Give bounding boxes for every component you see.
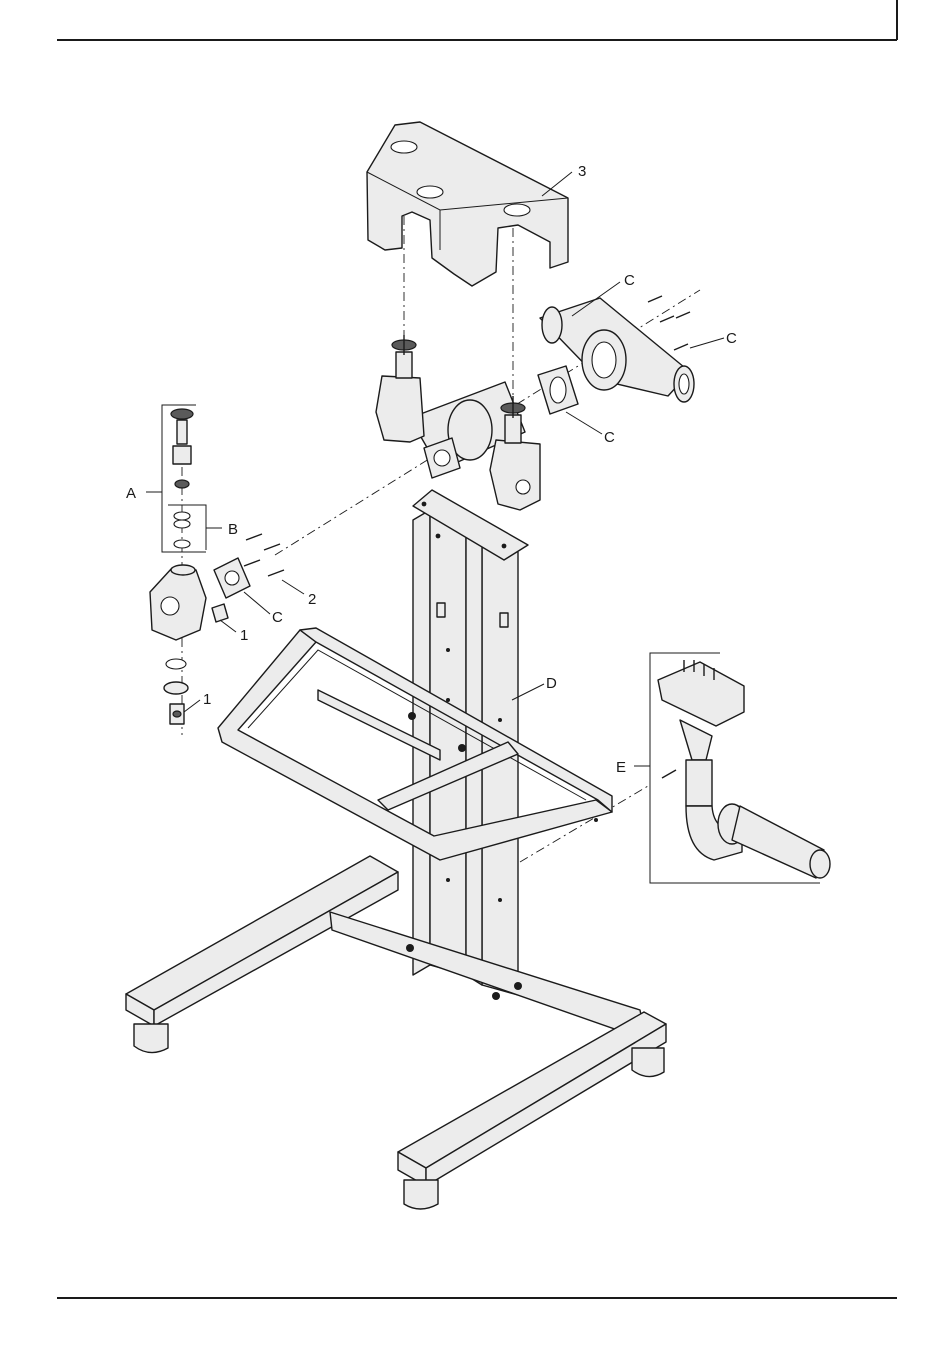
callout-1-upper: 1	[240, 627, 248, 644]
mounting-screws-2	[244, 534, 284, 576]
callout-1-lower: 1	[203, 691, 211, 708]
stand-frame-d	[126, 490, 666, 1209]
callout-c-top: C	[624, 272, 635, 289]
callout-a: A	[126, 485, 136, 502]
exploded-valve-parts	[150, 409, 250, 724]
callout-2: 2	[308, 591, 316, 608]
cover-hood-part-3	[367, 122, 568, 286]
callout-c-left: C	[272, 609, 283, 626]
flange-gasket	[538, 366, 578, 414]
callout-d: D	[546, 675, 557, 692]
callout-c-right: C	[726, 330, 737, 347]
valve-manifold-assembly	[376, 335, 540, 510]
callout-c-mid: C	[604, 429, 615, 446]
callout-b: B	[228, 521, 238, 538]
drain-assembly-e	[634, 653, 830, 883]
callout-e: E	[616, 759, 626, 776]
callout-3: 3	[578, 163, 586, 180]
